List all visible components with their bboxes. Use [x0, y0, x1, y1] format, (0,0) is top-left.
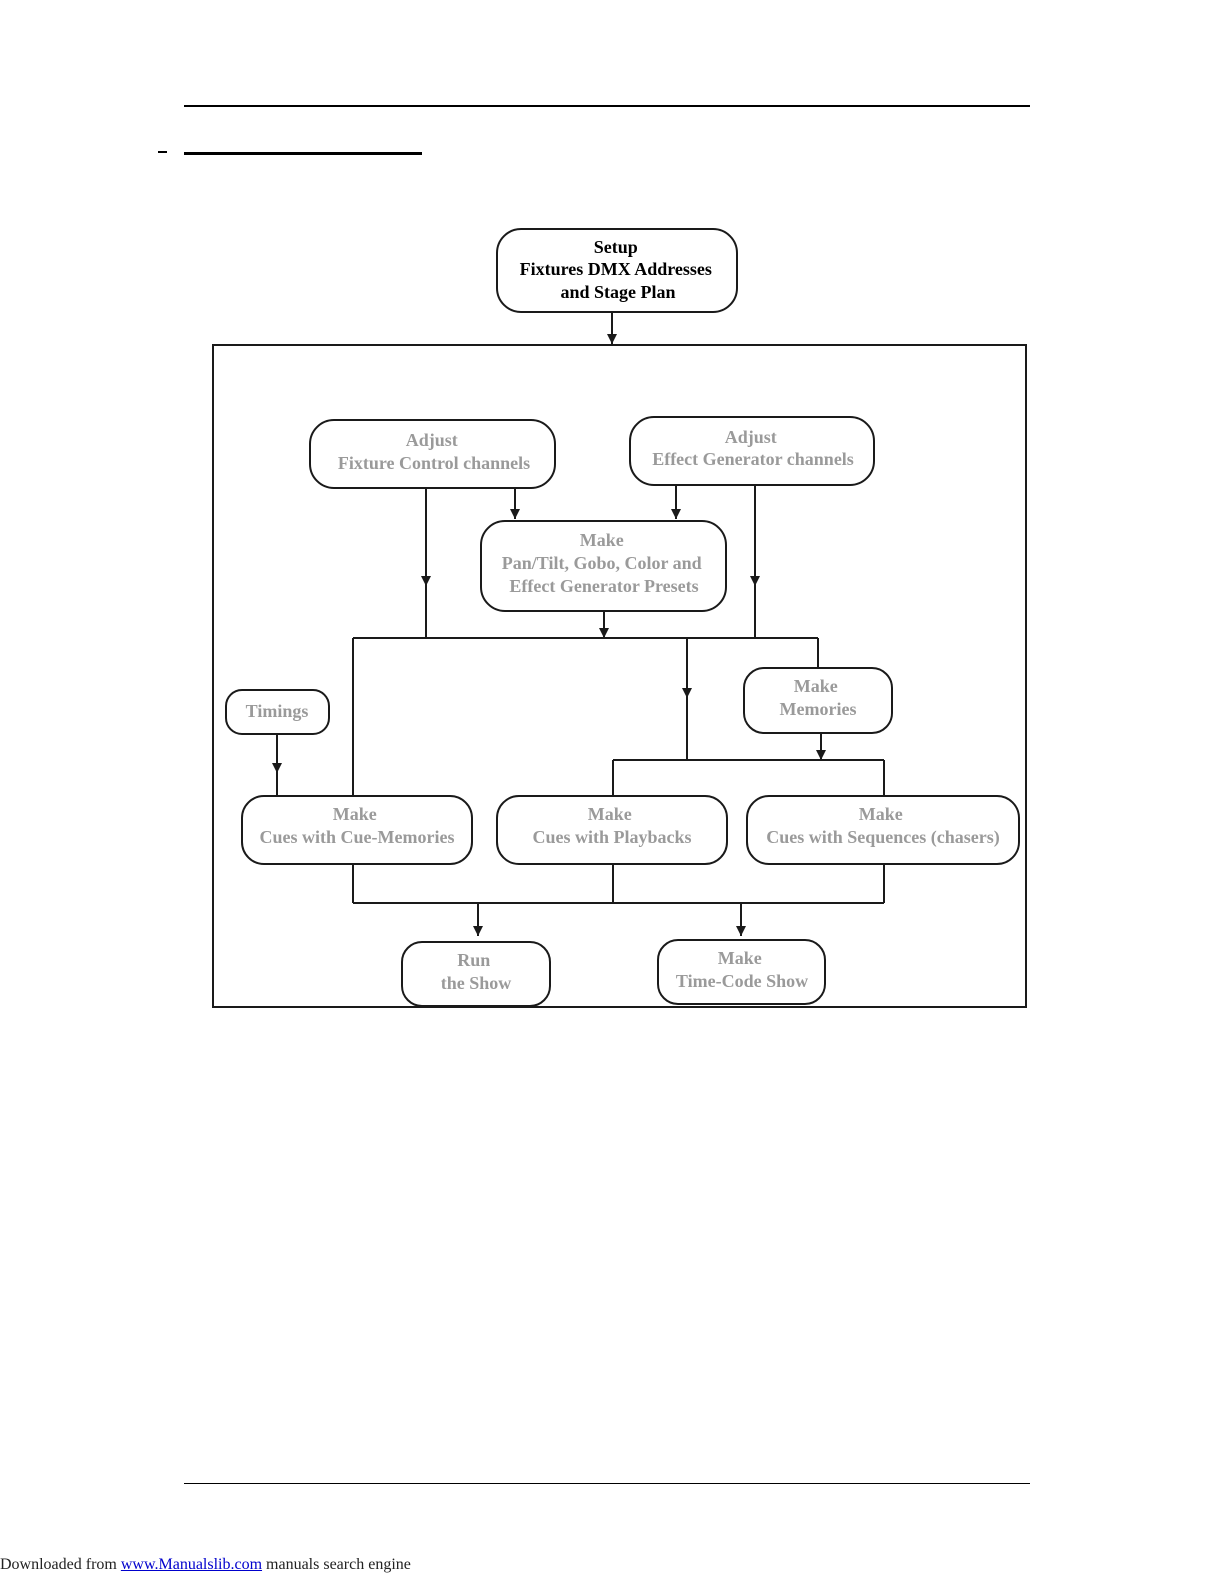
node-cues-memories: Make Cues with Cue-Memories: [241, 795, 473, 865]
manualslib-link[interactable]: www.Manualslib.com: [120, 1556, 263, 1573]
svg-text:Make Memories: Make Memories: [780, 676, 857, 719]
node-run-show: Run the Show: [401, 941, 551, 1007]
node-cues-sequences: Make Cues with Sequences (chasers): [746, 795, 1020, 865]
svg-text:Adjust Effect Generator: Adjust Effect Generator channels: [652, 427, 854, 469]
node-make-presets: Make Pan/Tilt, Gobo, Color and Effect Ge…: [480, 520, 727, 612]
svg-text:Make Time-Code Show: Make Time-Code Show: [676, 948, 808, 991]
svg-text:Make Pan/Tilt, Gobo, Col: Make Pan/Tilt, Gobo, Color and Effect Ge…: [502, 530, 706, 596]
svg-text:Setup Fixtures DMX Addre: Setup Fixtures DMX Addresses and Stage P…: [520, 237, 717, 302]
workflow-frame: [212, 344, 1027, 1008]
node-adjust-fixture: Adjust Fixture Control channels: [309, 419, 556, 489]
download-footer: Downloaded from www.Manualslib.com manua…: [0, 1556, 411, 1574]
heading-dash: [158, 151, 167, 153]
node-make-memories: Make Memories: [743, 667, 893, 734]
heading-underline: [184, 152, 422, 155]
bottom-rule: [184, 1483, 1030, 1484]
svg-text:Timings: Timings: [246, 701, 309, 721]
svg-text:Make Cues with Cue-Memor: Make Cues with Cue-Memories: [260, 804, 455, 847]
top-rule: [184, 105, 1030, 107]
footer-prefix: Downloaded from: [0, 1556, 117, 1573]
svg-text:Make Cues with Playbacks: Make Cues with Playbacks: [532, 804, 691, 847]
connectors: [272, 310, 885, 936]
node-adjust-effect: Adjust Effect Generator channels: [629, 416, 875, 486]
svg-text:Run the Show: Run the Show: [441, 950, 512, 993]
footer-suffix: manuals search engine: [262, 1556, 411, 1573]
node-setup: Setup Fixtures DMX Addresses and Stage P…: [496, 228, 738, 313]
svg-text:Adjust Fixture Control c: Adjust Fixture Control channels: [338, 430, 530, 473]
node-timings: Timings: [225, 689, 330, 735]
svg-text:Make Cues with Sequences: Make Cues with Sequences (chasers): [766, 804, 1000, 848]
node-cues-playbacks: Make Cues with Playbacks: [496, 795, 728, 865]
node-timecode-show: Make Time-Code Show: [657, 939, 826, 1005]
